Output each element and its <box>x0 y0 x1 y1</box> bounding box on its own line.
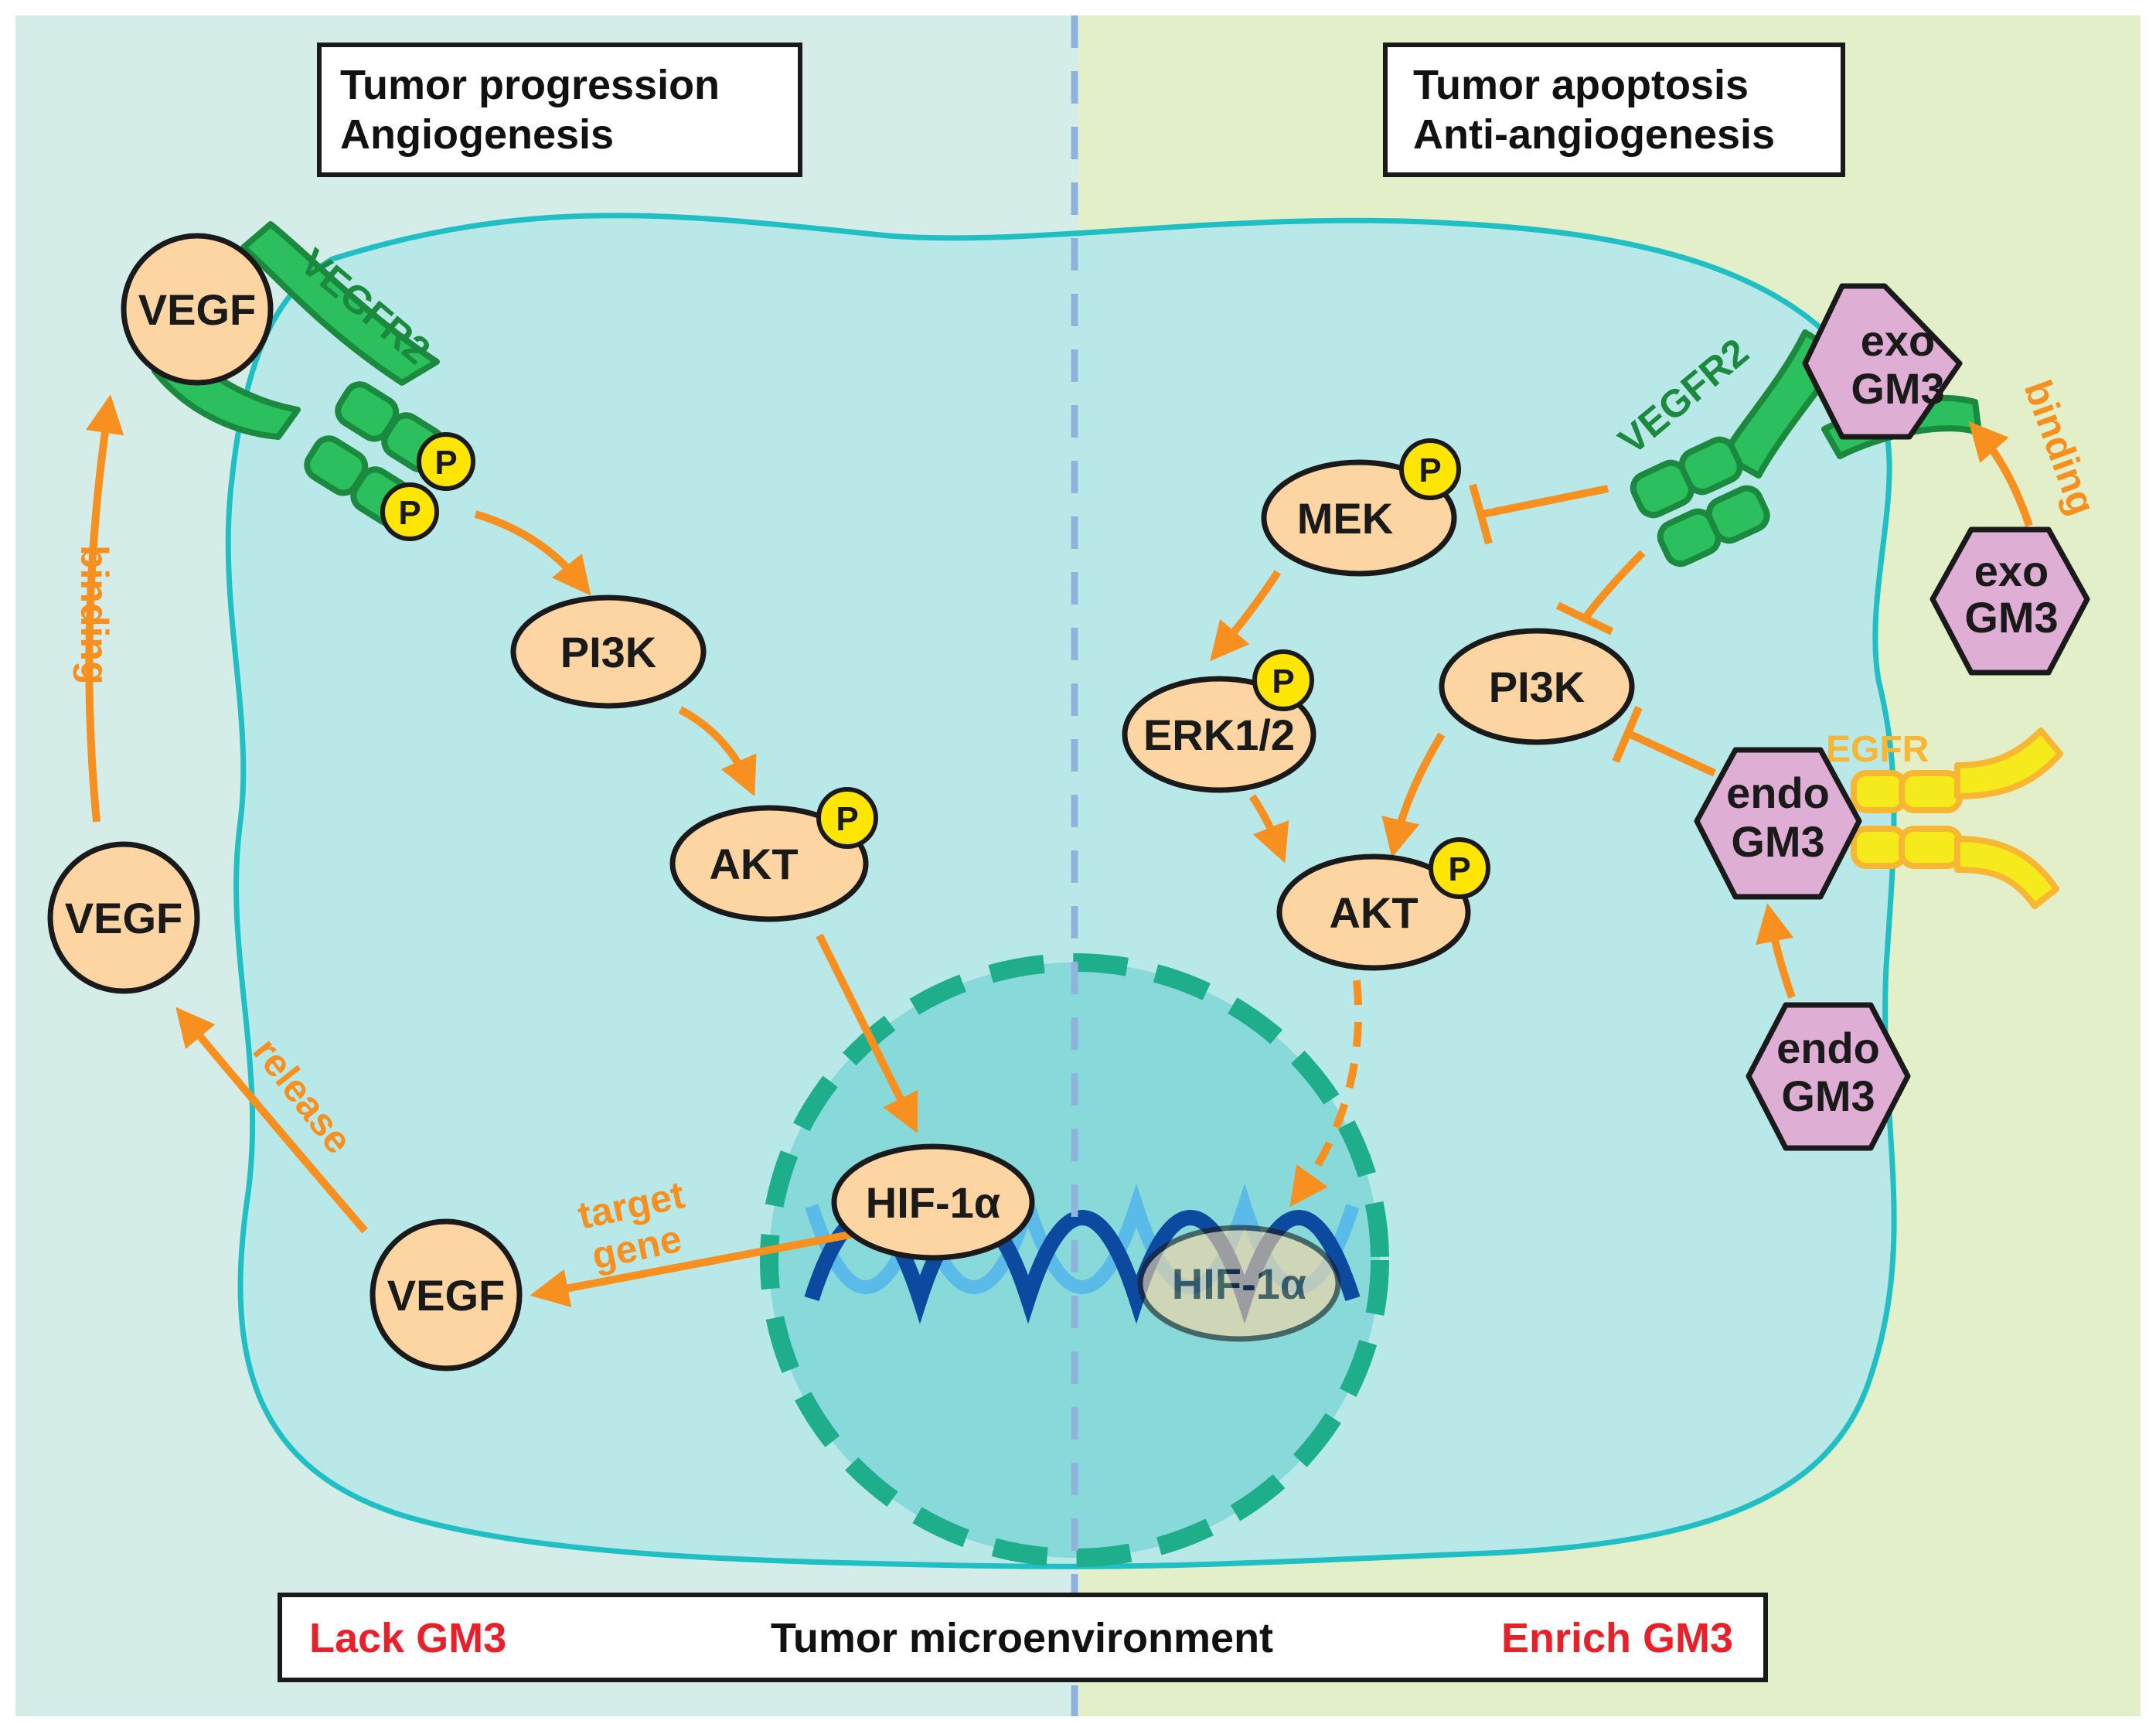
inhibition-endo-gm3-to-pi3k <box>1612 706 1717 777</box>
svg-text:AKT: AKT <box>709 840 798 888</box>
svg-text:GM3: GM3 <box>1851 364 1944 413</box>
phospho-badge-erk: P <box>1252 649 1314 711</box>
arrow-vegf-binding <box>85 394 124 823</box>
svg-text:PI3K: PI3K <box>1489 663 1585 711</box>
endo-gm3-free-node: endo GM3 <box>1746 1002 1911 1151</box>
svg-text:ERK1/2: ERK1/2 <box>1143 710 1295 759</box>
svg-text:VEGF: VEGF <box>387 1271 505 1320</box>
svg-text:endo: endo <box>1776 1024 1880 1072</box>
cell-membrane <box>225 213 1897 1569</box>
vegf-released-node: VEGF <box>47 841 200 994</box>
hif1a-node-active: HIF-1α <box>831 1143 1035 1261</box>
erk-node: ERK1/2 <box>1122 676 1316 793</box>
arrow-erk-to-akt <box>1248 794 1289 864</box>
svg-text:GM3: GM3 <box>1781 1072 1875 1120</box>
arrow-hif1a-to-vegf <box>530 1229 859 1307</box>
vegfr2-receptor-left <box>152 221 446 527</box>
arrow-mek-to-erk <box>1210 570 1282 662</box>
binding-label-left: binding <box>73 545 116 685</box>
svg-text:P: P <box>398 494 421 532</box>
right-title-line2: Anti-angiogenesis <box>1413 111 1775 158</box>
svg-text:AKT: AKT <box>1329 888 1418 937</box>
inhibition-vegfr2-to-pi3k <box>1555 550 1646 635</box>
phospho-badge-vegfr2-1: P <box>417 432 475 491</box>
svg-text:P: P <box>434 444 457 482</box>
pi3k-node-left: PI3K <box>510 595 707 709</box>
arrow-vegfr2-to-pi3k <box>474 510 591 596</box>
phospho-badge-akt-right: P <box>1429 837 1490 899</box>
left-title-line1: Tumor progression <box>340 62 720 108</box>
svg-text:VEGF: VEGF <box>65 894 182 942</box>
vegf-top-node: VEGF <box>121 233 274 386</box>
footer-tumor-microenvironment: Tumor microenvironment <box>771 1615 1273 1661</box>
arrow-pi3k-to-akt <box>678 706 757 797</box>
svg-text:exo: exo <box>1861 316 1936 365</box>
arrow-exo-gm3-binding <box>1968 421 2033 527</box>
inhibition-vegfr2-to-mek <box>1469 483 1609 545</box>
pi3k-node-right: PI3K <box>1439 628 1635 745</box>
arrow-endo-gm3-binding <box>1756 903 1796 999</box>
svg-text:GM3: GM3 <box>1964 593 2058 642</box>
svg-text:endo: endo <box>1726 768 1830 817</box>
arrow-pi3k-to-akt-right <box>1381 732 1446 858</box>
svg-text:P: P <box>1419 451 1441 489</box>
left-title-box: Tumor progression Angiogenesis <box>317 43 802 177</box>
hif1a-node-inactive: HIF-1α <box>1137 1225 1341 1342</box>
endo-gm3-bound-node: endo GM3 <box>1694 747 1862 900</box>
svg-text:PI3K: PI3K <box>560 628 657 676</box>
akt-node-right: AKT <box>1276 853 1471 971</box>
svg-text:P: P <box>836 800 858 838</box>
phospho-badge-akt-left: P <box>816 787 878 849</box>
egfr-label: EGFR <box>1826 729 1929 770</box>
svg-text:GM3: GM3 <box>1731 817 1824 866</box>
exo-gm3-free-node: exo GM3 <box>1930 526 2090 676</box>
svg-text:exo: exo <box>1974 547 2049 595</box>
phospho-badge-vegfr2-2: P <box>380 482 439 541</box>
right-title-box: Tumor apoptosis Anti-angiogenesis <box>1383 43 1845 177</box>
exo-gm3-bound-node: exo GM3 <box>1802 283 1963 440</box>
svg-text:P: P <box>1272 663 1294 700</box>
svg-text:HIF-1α: HIF-1α <box>1172 1259 1306 1308</box>
egfr-receptor <box>1851 727 2063 909</box>
footer-box: Lack GM3 Tumor microenvironment Enrich G… <box>278 1593 1768 1682</box>
right-title-line1: Tumor apoptosis <box>1413 62 1749 108</box>
footer-enrich-gm3: Enrich GM3 <box>1501 1615 1733 1661</box>
mek-node: MEK <box>1261 459 1457 577</box>
svg-text:HIF-1α: HIF-1α <box>866 1178 1000 1227</box>
svg-text:VEGF: VEGF <box>138 285 256 334</box>
akt-node-left: AKT <box>669 805 869 922</box>
phospho-badge-mek: P <box>1399 438 1461 500</box>
arrow-akt-to-hif1a <box>816 933 918 1133</box>
vegf-produced-node: VEGF <box>370 1218 523 1371</box>
svg-text:P: P <box>1448 850 1470 888</box>
svg-text:MEK: MEK <box>1297 494 1393 543</box>
left-title-line2: Angiogenesis <box>340 111 614 158</box>
footer-lack-gm3: Lack GM3 <box>309 1615 506 1661</box>
arrow-vegf-release <box>175 1007 368 1234</box>
